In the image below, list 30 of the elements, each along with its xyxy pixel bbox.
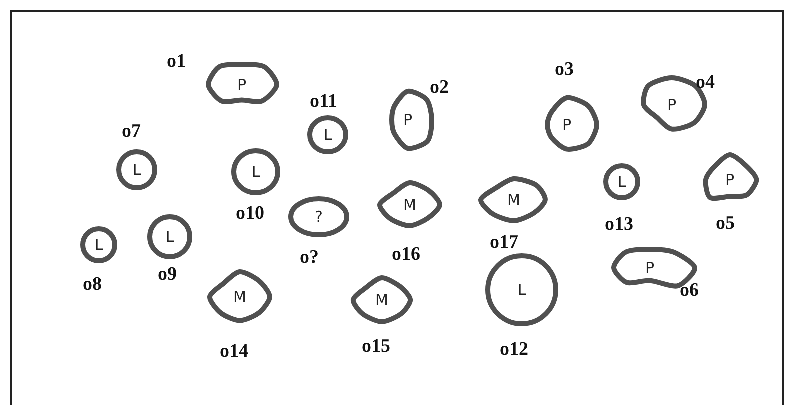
object-label: o17: [490, 233, 518, 252]
circle-outline: L: [603, 163, 641, 201]
object-label: o2: [430, 78, 449, 97]
ellipse-outline: ?: [288, 196, 350, 238]
object-label: o10: [236, 204, 264, 223]
object-label: o1: [167, 52, 186, 71]
object-label: o15: [362, 337, 390, 356]
object-label: o5: [716, 214, 735, 233]
object-label: o9: [158, 265, 177, 284]
object-label: o6: [680, 281, 699, 300]
object-label: o16: [392, 245, 420, 264]
blob-outline: M: [349, 275, 415, 325]
object-label: o13: [605, 215, 634, 234]
circle-outline: L: [116, 149, 158, 191]
blob-outline: M: [377, 180, 443, 230]
object-label: o?: [300, 248, 319, 267]
object-label: o11: [310, 92, 338, 111]
circle-outline: L: [307, 115, 349, 155]
circle-outline: L: [147, 214, 193, 260]
object-label: o3: [555, 60, 574, 79]
object-label: o14: [220, 342, 248, 361]
blob-outline: M: [207, 269, 273, 325]
circle-outline: L: [231, 148, 281, 196]
circle-outline: L: [80, 226, 118, 264]
object-label: o12: [500, 340, 528, 359]
blob-outline: M: [478, 175, 550, 225]
object-label: o4: [696, 73, 715, 92]
object-label: o8: [83, 275, 102, 294]
circle-outline: L: [485, 253, 559, 327]
object-label: o7: [122, 122, 141, 141]
